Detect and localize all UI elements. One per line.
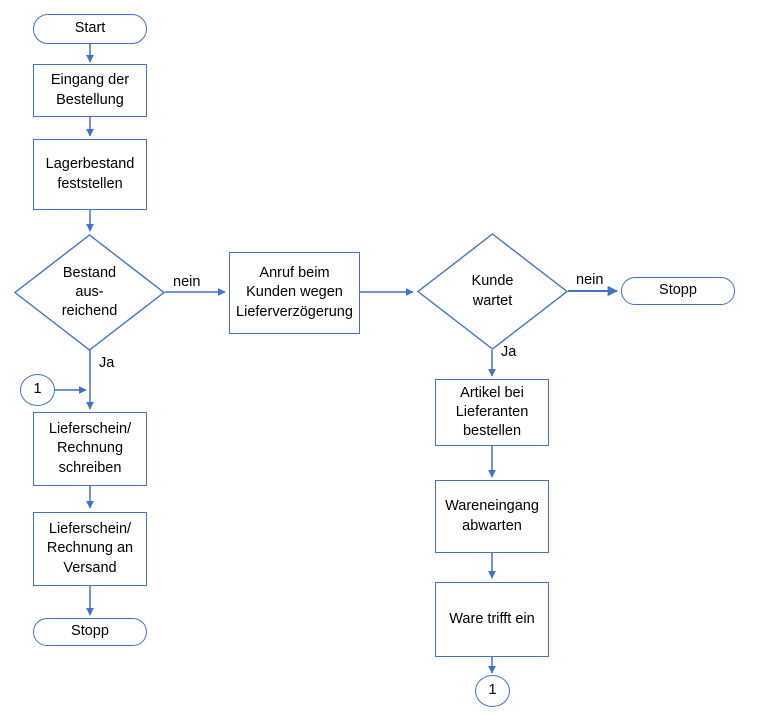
node-ware-trifft-ein-label: Ware trifft ein: [449, 610, 535, 627]
node-connector-links[interactable]: 1: [20, 374, 55, 406]
node-lagerbestand-label: Lagerbestand feststellen: [45, 156, 135, 192]
node-wareneingang-label: Wareneingang abwarten: [445, 498, 539, 534]
edge-label-kunde-ja: Ja: [501, 344, 517, 360]
node-ware-trifft-ein[interactable]: Ware trifft ein: [435, 582, 549, 657]
node-lieferschein-schreiben-label: Lieferschein/ Rechnung schreiben: [48, 421, 132, 476]
node-bestand-ausreichend[interactable]: Bestand aus- reichend: [14, 234, 165, 351]
node-anruf-kunde[interactable]: Anruf beim Kunden wegen Lieferverzögerun…: [229, 252, 360, 334]
node-connector-unten[interactable]: 1: [475, 675, 510, 707]
node-stopp-rechts-label: Stopp: [659, 282, 697, 299]
node-lieferschein-schreiben[interactable]: Lieferschein/ Rechnung schreiben: [33, 412, 147, 486]
node-connector-unten-label: 1: [488, 682, 497, 699]
node-stopp-links[interactable]: Stopp: [33, 618, 147, 646]
node-stopp-links-label: Stopp: [71, 623, 109, 640]
node-eingang-bestellung-label: Eingang der Bestellung: [50, 72, 130, 108]
node-lieferschein-versand[interactable]: Lieferschein/ Rechnung an Versand: [33, 512, 147, 586]
edge-label-bestand-nein: nein: [173, 274, 201, 290]
node-start-label: Start: [74, 20, 106, 37]
node-artikel-bestellen-label: Artikel bei Lieferanten bestellen: [455, 384, 529, 440]
node-stopp-rechts[interactable]: Stopp: [621, 277, 735, 305]
diamond-shape-icon: [14, 234, 165, 351]
node-lieferschein-versand-label: Lieferschein/ Rechnung an Versand: [46, 521, 134, 576]
node-kunde-wartet[interactable]: Kunde wartet: [417, 233, 568, 350]
node-artikel-bestellen[interactable]: Artikel bei Lieferanten bestellen: [435, 379, 549, 446]
node-start[interactable]: Start: [33, 14, 147, 44]
node-bestand-ausreichend-label: Bestand aus- reichend: [61, 264, 118, 320]
node-connector-links-label: 1: [33, 381, 42, 398]
node-eingang-bestellung[interactable]: Eingang der Bestellung: [33, 64, 147, 117]
diamond-shape-icon: [417, 233, 568, 350]
edge-label-bestand-ja: Ja: [99, 355, 115, 371]
node-anruf-kunde-label: Anruf beim Kunden wegen Lieferverzögerun…: [236, 265, 353, 320]
node-wareneingang[interactable]: Wareneingang abwarten: [435, 480, 549, 553]
edge-label-kunde-nein: nein: [576, 272, 604, 288]
node-kunde-wartet-label: Kunde wartet: [471, 273, 514, 309]
node-lagerbestand[interactable]: Lagerbestand feststellen: [33, 139, 147, 210]
